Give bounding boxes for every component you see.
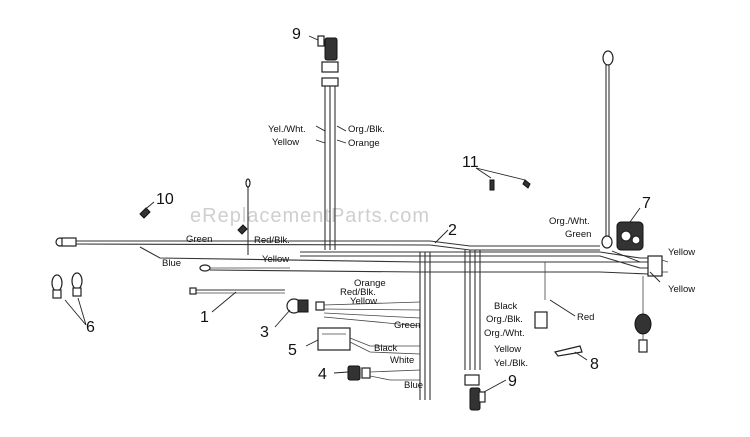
label-org-blk-top: Org./Blk. [348, 124, 385, 135]
callout-5: 5 [288, 342, 297, 359]
center-vertical-wires [419, 250, 546, 400]
callout-9-top: 9 [292, 26, 301, 43]
right-connector [647, 255, 669, 277]
part-8-clip [553, 345, 583, 357]
main-harness [55, 237, 660, 275]
callout-8: 8 [590, 356, 599, 373]
label-yellow-mid2: Yellow [350, 296, 377, 307]
label-org-wht-right: Org./Wht. [549, 216, 590, 227]
callout-10: 10 [156, 191, 174, 208]
label-yellow-right1: Yellow [668, 247, 695, 258]
part-4-connector [347, 365, 421, 381]
label-black-right: Black [494, 301, 517, 312]
label-green-right: Green [565, 229, 591, 240]
part-11-fasteners [489, 179, 531, 191]
part-5-module [317, 327, 421, 355]
label-green-mid: Green [394, 320, 420, 331]
label-black-mid: Black [374, 343, 397, 354]
label-yel-wht-top: Yel./Wht. [268, 124, 306, 135]
left-vertical-post [245, 178, 251, 255]
callout-9-bottom: 9 [508, 373, 517, 390]
label-yellow-right2: Yellow [668, 284, 695, 295]
part-7-solenoid [616, 221, 644, 251]
wire-labels: Yel./Wht. Org./Blk. Yellow Orange Green … [162, 124, 695, 391]
top-vertical-harness [317, 35, 339, 250]
label-green-left: Green [186, 234, 212, 245]
callout-1: 1 [200, 309, 209, 326]
label-yellow-mid: Yellow [262, 254, 289, 265]
watermark: eReplacementParts.com [190, 205, 430, 227]
callout-6: 6 [86, 319, 95, 336]
label-red-blk-mid: Red/Blk. [340, 287, 376, 298]
label-red-right: Red [577, 312, 594, 323]
part-3-switch [286, 298, 421, 327]
right-hanging-part [634, 276, 652, 353]
label-org-blk-right: Org./Blk. [486, 314, 523, 325]
label-blue-left: Blue [162, 258, 181, 269]
label-yel-blk-right: Yel./Blk. [494, 358, 528, 369]
part-1-wire [189, 287, 285, 295]
callout-2: 2 [448, 222, 457, 239]
part-9-bottom-connector [464, 374, 486, 411]
callout-numbers: 9 2 1 3 5 4 6 10 11 7 8 9 [86, 26, 651, 390]
label-org-wht-right2: Org./Wht. [484, 328, 525, 339]
callout-3: 3 [260, 324, 269, 341]
part-6-bulbs [51, 272, 83, 299]
right-small-switch [534, 311, 548, 329]
label-orange-mid: Orange [354, 278, 386, 289]
label-orange-top: Orange [348, 138, 380, 149]
callout-11: 11 [462, 154, 479, 171]
callout-7: 7 [642, 195, 651, 212]
label-yellow-right3: Yellow [494, 344, 521, 355]
right-antenna-wire [601, 50, 614, 249]
callout-4: 4 [318, 366, 327, 383]
label-yellow-top: Yellow [272, 137, 299, 148]
leaders [64, 35, 661, 393]
label-red-blk-left: Red/Blk. [254, 235, 290, 246]
label-blue-bottom: Blue [404, 380, 423, 391]
label-white-mid: White [390, 355, 414, 366]
